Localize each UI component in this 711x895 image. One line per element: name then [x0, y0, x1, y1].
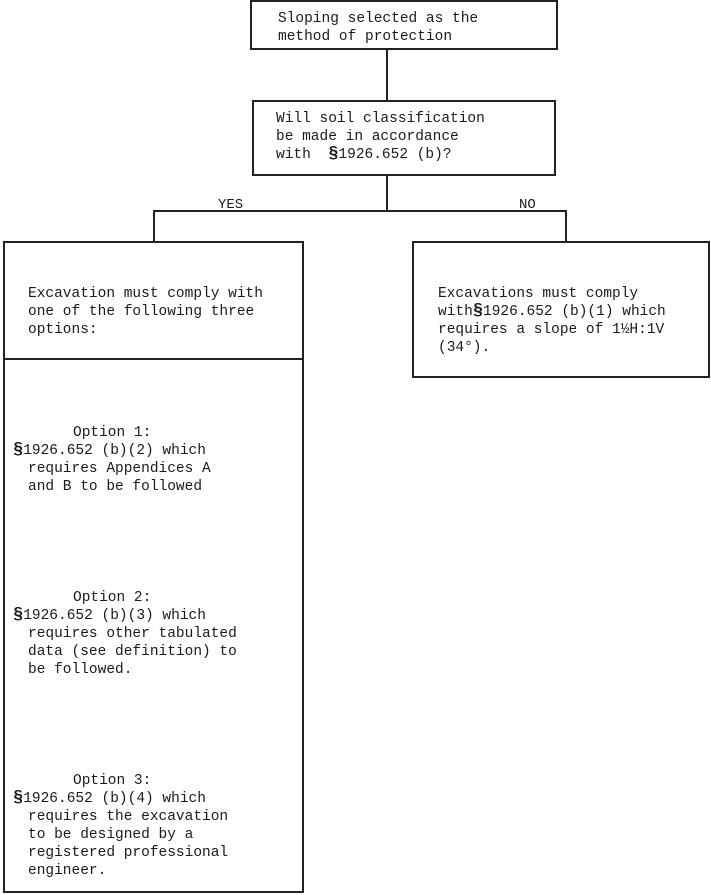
decision-line2: be made in accordance — [276, 129, 459, 145]
option2-title: Option 2: — [73, 590, 152, 606]
section-symbol: § — [472, 302, 484, 321]
option1-line3: and B to be followed — [28, 479, 203, 495]
start-box: Sloping selected as the method of protec… — [250, 0, 558, 50]
option3-line4: registered professional — [28, 845, 229, 861]
connector-start-to-decision — [386, 49, 388, 101]
option2-line1-text: 1926.652 (b)(3) which — [23, 608, 206, 624]
section-symbol: § — [13, 441, 24, 460]
yes-header-line3: options: — [28, 322, 98, 338]
option3-title: Option 3: — [73, 773, 152, 789]
option1-line1: §1926.652 (b)(2) which — [13, 442, 206, 460]
no-line3: requires a slope of 1½H:1V — [438, 322, 665, 338]
option2-line3: data (see definition) to — [28, 644, 237, 660]
option2-line2: requires other tabulated — [28, 626, 237, 642]
no-line1: Excavations must comply — [438, 286, 639, 302]
option1-line1-text: 1926.652 (b)(2) which — [23, 443, 206, 459]
no-line2-prefix: with — [438, 304, 473, 320]
option3-line5: engineer. — [28, 863, 107, 879]
decision-line3: with §1926.652 (b)? — [276, 146, 452, 164]
section-symbol: § — [13, 606, 24, 625]
option2-line1: §1926.652 (b)(3) which — [13, 607, 206, 625]
option1-line2: requires Appendices A — [28, 461, 211, 477]
decision-line3-rest: 1926.652 (b)? — [338, 147, 452, 163]
connector-branch-horizontal — [153, 210, 567, 212]
start-box-line1: Sloping selected as the — [278, 11, 479, 27]
yes-header-line1: Excavation must comply with — [28, 286, 263, 302]
section-symbol: § — [328, 145, 339, 164]
yes-box: Excavation must comply with one of the f… — [3, 241, 304, 893]
option1-title: Option 1: — [73, 425, 152, 441]
option3-line1: §1926.652 (b)(4) which — [13, 790, 206, 808]
section-symbol: § — [13, 789, 24, 808]
no-line2: with§1926.652 (b)(1) which — [438, 303, 666, 321]
decision-box: Will soil classification be made in acco… — [252, 100, 556, 176]
no-box: Excavations must comply with§1926.652 (b… — [412, 241, 710, 378]
connector-decision-down — [386, 175, 388, 211]
yes-box-divider — [3, 358, 304, 360]
no-line2-rest: 1926.652 (b)(1) which — [483, 304, 666, 320]
yes-header-line2: one of the following three — [28, 304, 255, 320]
decision-line1: Will soil classification — [276, 111, 485, 127]
connector-yes-down — [153, 210, 155, 242]
option2-line4: be followed. — [28, 662, 133, 678]
no-label: NO — [519, 197, 536, 213]
start-box-line2: method of protection — [278, 29, 453, 45]
option3-line1-text: 1926.652 (b)(4) which — [23, 791, 206, 807]
option3-line3: to be designed by a — [28, 827, 194, 843]
option3-line2: requires the excavation — [28, 809, 229, 825]
no-line4: (34°). — [438, 340, 491, 356]
connector-no-down — [565, 210, 567, 242]
yes-label: YES — [218, 197, 244, 213]
decision-line3-prefix: with — [276, 147, 311, 163]
